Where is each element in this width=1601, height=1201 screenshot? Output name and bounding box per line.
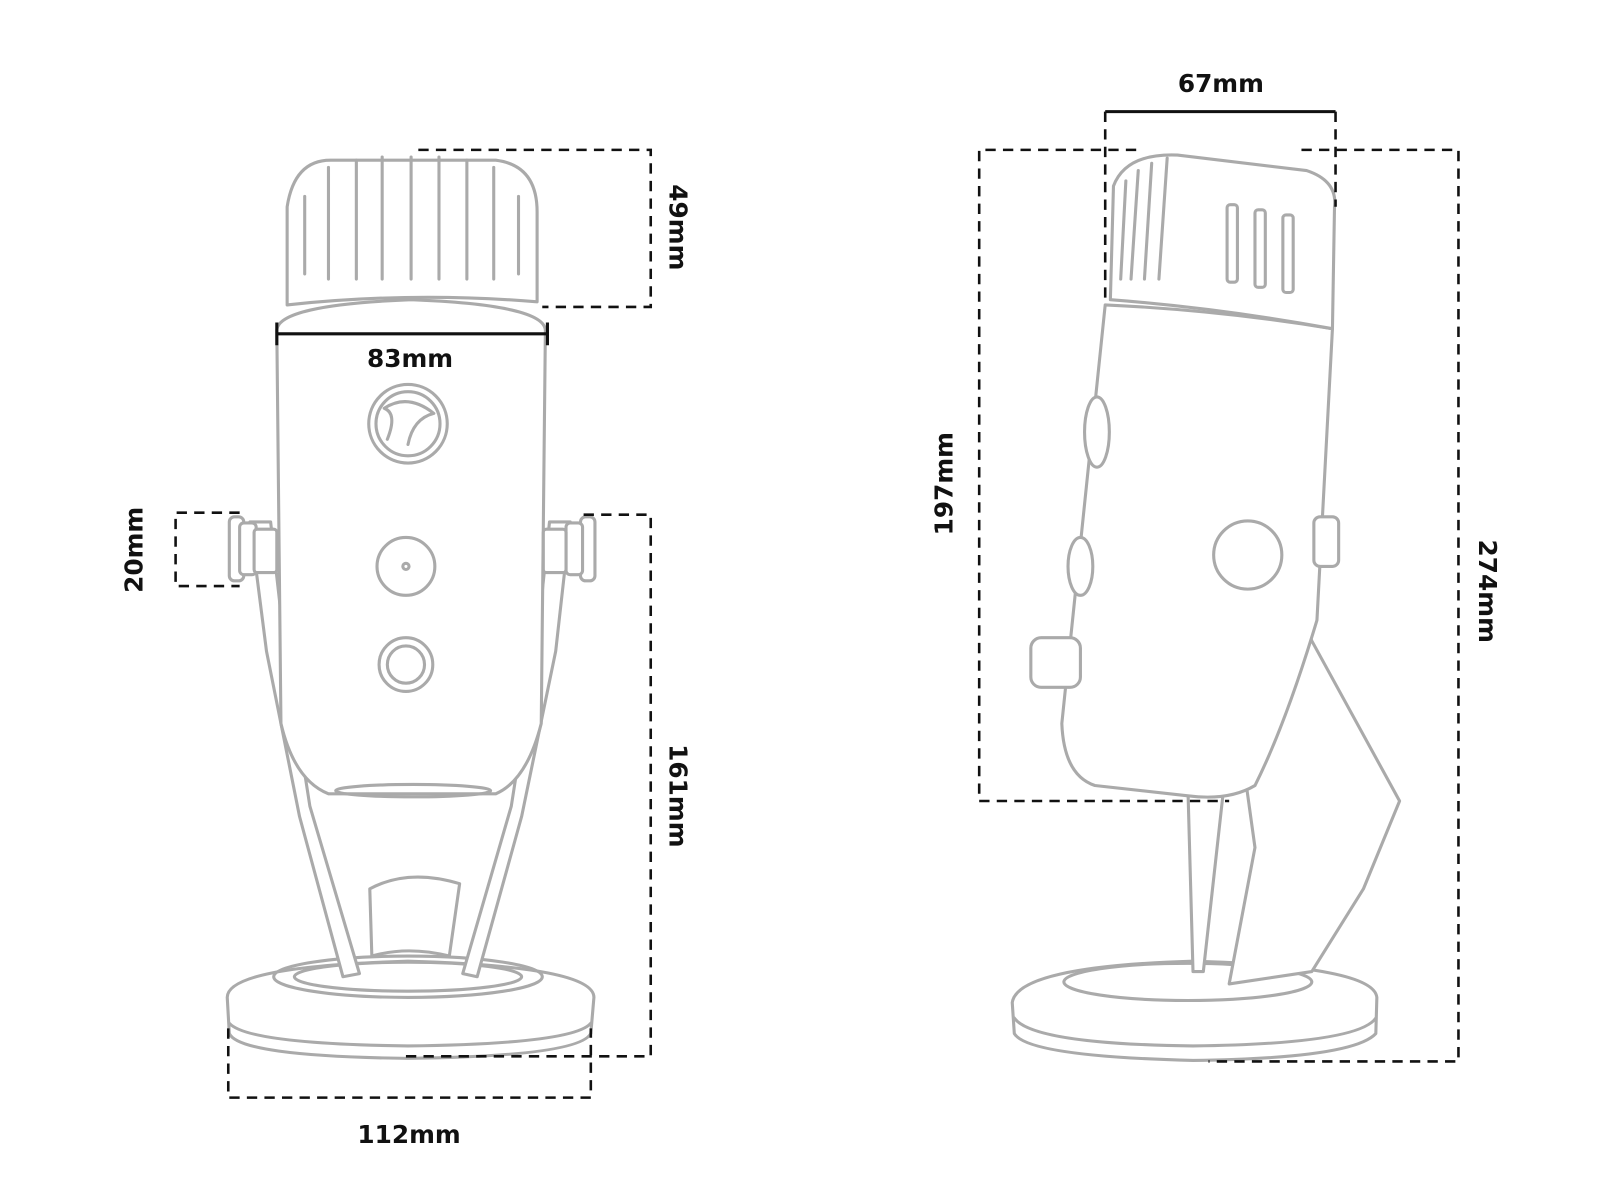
front-view	[225, 155, 597, 1060]
dim-total-height: 274mm	[1473, 539, 1502, 642]
mute-button	[375, 535, 437, 597]
side-capsule	[1108, 153, 1337, 331]
front-stand-neck	[368, 875, 462, 958]
side-mute-button	[1066, 535, 1095, 597]
dim-knob-size: 20mm	[120, 507, 149, 593]
dim-stand-height: 161mm	[663, 744, 692, 847]
side-knob-front	[1212, 519, 1284, 591]
logo-icon	[367, 382, 449, 465]
side-knob-back	[1312, 515, 1341, 568]
capsule-grille	[303, 155, 521, 281]
dim-body-height: 197mm	[929, 432, 958, 535]
dim-capsule-depth: 67mm	[1178, 69, 1264, 98]
side-body	[1060, 303, 1334, 799]
side-stand-back	[1186, 783, 1226, 974]
dim-body-width: 83mm	[367, 344, 453, 373]
side-volume-knob	[1029, 636, 1082, 689]
front-base	[225, 959, 596, 1060]
front-body	[275, 298, 547, 796]
dim-capsule-height: 49mm	[663, 184, 692, 270]
side-grille	[1119, 156, 1295, 295]
side-logo	[1082, 395, 1111, 469]
volume-knob	[377, 636, 435, 694]
side-view	[1010, 153, 1402, 1062]
dim-base-diameter: 112mm	[357, 1120, 460, 1149]
